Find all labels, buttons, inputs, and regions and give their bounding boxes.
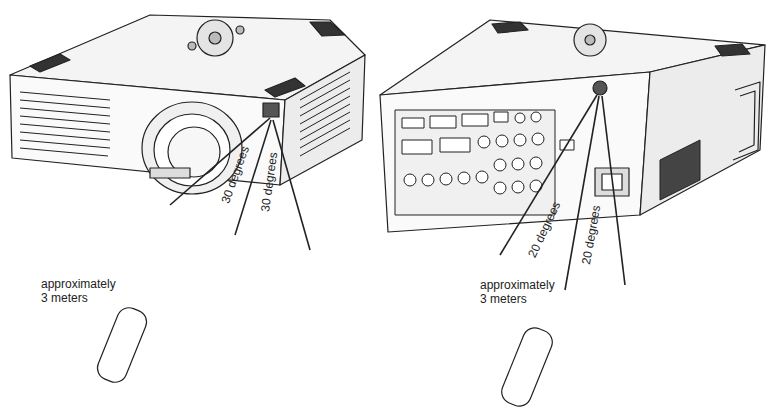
drawing-part [300, 128, 350, 156]
drawing-part [300, 88, 350, 116]
remote-controls [94, 304, 556, 410]
drawing-part [20, 92, 110, 100]
drawing-part [402, 118, 424, 128]
control-button [585, 35, 595, 45]
control-button [209, 32, 221, 44]
side-vent [660, 140, 700, 200]
angle-lines [170, 95, 625, 290]
top-pad [492, 22, 528, 33]
handle [733, 82, 760, 160]
drawing-part [494, 159, 506, 171]
angle-label: 30 degrees [219, 144, 253, 205]
top-pad [715, 44, 750, 56]
drawing-part [733, 82, 760, 160]
control-button [188, 42, 196, 50]
remote-sensor [263, 103, 279, 117]
drawing-part [494, 112, 508, 122]
side-vent [300, 72, 350, 156]
top-pad [310, 22, 345, 36]
drawing-part [404, 174, 416, 186]
drawing-part [494, 182, 506, 194]
control-button [236, 26, 244, 34]
drawing-part [660, 140, 700, 200]
remote-control [94, 304, 150, 386]
drawing-part [514, 134, 526, 146]
drawing-part [300, 112, 350, 140]
drawing-part [530, 157, 542, 169]
drawing-part [515, 113, 525, 123]
drawing-part [20, 148, 108, 156]
drawing-part [300, 96, 350, 124]
drawing-part [478, 136, 490, 148]
drawing-part [440, 173, 452, 185]
angle-label: 20 degrees [580, 204, 604, 266]
range-line [273, 120, 310, 250]
drawing-part [512, 158, 524, 170]
drawing-part [739, 91, 755, 152]
rear-projector [380, 20, 765, 232]
drawing-part [462, 114, 488, 126]
control-dial [574, 24, 606, 56]
drawing-part [20, 116, 110, 124]
drawing-part [512, 181, 524, 193]
drawing-part [20, 108, 110, 116]
top-pad [30, 54, 70, 72]
drawing-part [395, 110, 555, 215]
drawing-part [300, 80, 350, 108]
drawing-part [422, 174, 434, 186]
control-dial [197, 20, 233, 56]
remote-sensor [593, 81, 607, 95]
remote-control [498, 324, 556, 409]
range-line [170, 118, 270, 205]
port-panel [395, 110, 574, 215]
front-foot [150, 168, 190, 178]
drawing-part [496, 135, 508, 147]
drawing-part [476, 171, 488, 183]
drawing-part [402, 140, 432, 154]
drawing-part [20, 132, 110, 140]
angle-label: 30 degrees [259, 151, 281, 212]
drawing-part [430, 116, 456, 128]
drawing-part [300, 120, 350, 148]
drawing-part [300, 72, 350, 100]
front-projector [10, 15, 365, 194]
projector-side [640, 45, 765, 215]
projector-side [280, 55, 365, 185]
drawing-part [300, 104, 350, 132]
drawing-part [440, 138, 470, 152]
angle-label: 20 degrees [526, 200, 564, 260]
distance-label: approximately 3 meters [480, 279, 554, 307]
drawing-part [531, 112, 541, 122]
drawing-part [458, 172, 470, 184]
drawing-part [20, 124, 110, 132]
top-pad [265, 78, 305, 97]
range-line [602, 96, 625, 285]
drawing-part [20, 100, 110, 108]
front-vent [20, 92, 110, 156]
distance-label: approximately 3 meters [41, 278, 115, 306]
drawing-part [532, 133, 544, 145]
drawing-part [20, 140, 110, 148]
